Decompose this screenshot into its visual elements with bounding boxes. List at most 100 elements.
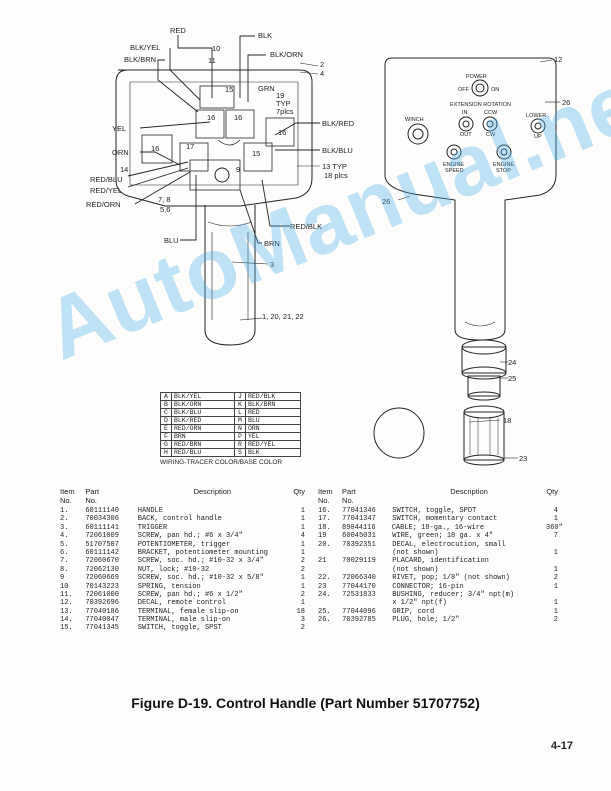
part-number: 77041345 (85, 624, 119, 633)
part-description: TERMINAL, male slip-on (137, 616, 231, 625)
item-number: 10 (60, 582, 69, 591)
part-description: SPRING, tension (137, 582, 201, 591)
item-number: 26. (318, 616, 331, 625)
part-quantity: 1 (553, 565, 558, 574)
color-value: RED/BRN (171, 440, 235, 449)
color-value: BRN (171, 432, 235, 441)
lbl-11: 11 (208, 56, 216, 65)
hdr-part: Part (342, 487, 356, 496)
part-description: SCREW, pan hd.; #6 x 1/2" (137, 590, 243, 599)
lbl-yel: YEL (112, 124, 126, 133)
parts-row: x 1/2" npt(f)1 (318, 599, 558, 607)
part-quantity: 2 (553, 574, 558, 583)
color-code: C (160, 408, 172, 417)
item-number: 24. (318, 590, 331, 599)
item-number: 22. (318, 574, 331, 583)
item-number: 9 (60, 574, 65, 583)
part-quantity: 4 (300, 532, 305, 541)
color-value: RED/YEL (245, 440, 301, 449)
part-number: 60045031 (342, 532, 376, 541)
part-quantity (548, 591, 558, 599)
lbl-9: 9 (236, 165, 240, 174)
color-code: K (234, 400, 246, 409)
control-handle-diagram: RED BLK BLK/YEL BLK/ORN BLK/BRN 10 11 2 … (86, 26, 570, 466)
part-quantity: 1 (553, 515, 558, 524)
lbl-15-a: 15 (225, 85, 233, 94)
item-number: 14. (60, 616, 73, 625)
color-value: ORN (245, 424, 301, 433)
part-number: 70034306 (85, 515, 119, 524)
lbl-5-6: 5,6 (160, 205, 170, 214)
color-value: BLK/RED (171, 416, 235, 425)
part-number: 72061009 (85, 532, 119, 541)
color-code: H (160, 448, 172, 457)
item-number: 15. (60, 624, 73, 633)
lbl-red-orn: RED/ORN (86, 200, 121, 209)
color-code: S (234, 448, 246, 457)
part-quantity: 1 (300, 515, 305, 524)
color-value: RED/BLU (171, 448, 235, 457)
lbl-power: POWER (466, 74, 487, 80)
wiring-table-caption: WIRING-TRACER COLOR/BASE COLOR (160, 459, 283, 466)
lbl-off: OFF (458, 87, 470, 93)
part-description: SWITCH, toggle, SPDT (392, 507, 477, 515)
lbl-7-8: 7, 8 (158, 195, 171, 204)
part-quantity: 1 (300, 574, 305, 583)
color-value: BLU (245, 416, 301, 425)
item-number: 21 (318, 557, 327, 566)
lbl-16-b: 16 (234, 113, 242, 122)
color-code: G (160, 440, 172, 449)
part-quantity: 1 (300, 523, 305, 532)
lbl-23: 23 (519, 454, 527, 463)
lbl-in: IN (462, 110, 468, 116)
part-number: 70392785 (342, 616, 376, 625)
item-number: 17. (318, 515, 331, 524)
lbl-engine-stop-1: ENGINE (493, 162, 514, 168)
lbl-12: 12 (554, 55, 562, 64)
part-quantity: 18 (296, 607, 305, 616)
item-number: 23 (318, 582, 327, 591)
part-number: 72531833 (342, 590, 376, 599)
hdr-description: Description (450, 487, 488, 496)
item-number (318, 549, 342, 557)
color-value: YEL (245, 432, 301, 441)
part-description: SCREW, pan hd.; #6 x 3/4" (137, 532, 243, 541)
page-number: 4-17 (550, 740, 573, 752)
part-description: (not shown) (392, 565, 439, 574)
lbl-blk-red: BLK/RED (322, 119, 355, 128)
part-description: SWITCH, toggle, SPST (137, 624, 222, 633)
lbl-15-b: 15 (252, 149, 260, 158)
lbl-grn: GRN (258, 84, 275, 93)
lbl-blk-yel: BLK/YEL (130, 43, 160, 52)
part-description: CONNECTOR; 16-pin (392, 582, 464, 591)
color-value: BLK/YEL (171, 392, 235, 401)
part-number: 72060669 (85, 574, 119, 583)
control-panel-outline (384, 57, 557, 341)
color-code: R (234, 440, 246, 449)
color-value: BLK (245, 448, 301, 457)
part-quantity: 1 (553, 582, 558, 591)
item-number: 18. (318, 523, 331, 532)
part-quantity: 2 (300, 565, 305, 574)
part-quantity (548, 541, 558, 549)
part-number: 60111141 (85, 523, 119, 532)
part-description: POTENTIOMETER, trigger (137, 540, 231, 549)
lbl-10: 10 (212, 44, 220, 53)
hdr-no: No. (318, 496, 330, 505)
lbl-1-20-21-22: 1, 20, 21, 22 (262, 312, 304, 321)
